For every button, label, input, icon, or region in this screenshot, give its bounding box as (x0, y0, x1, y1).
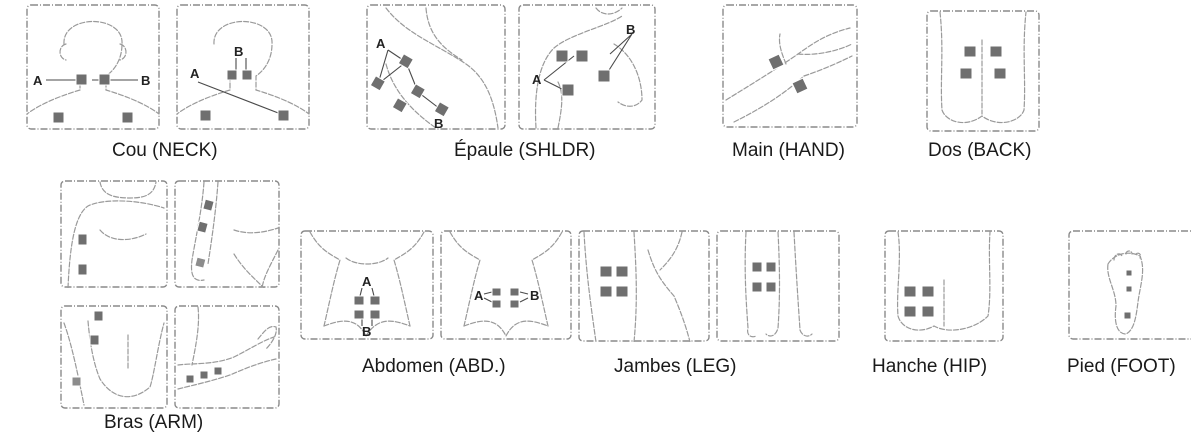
caption-hip: Hanche (HIP) (872, 356, 987, 378)
marker-b: B (434, 116, 443, 130)
marker-b: B (141, 73, 150, 88)
caption-abdomen: Abdomen (ABD.) (362, 356, 506, 378)
neck-diagram-2: B A (176, 4, 310, 130)
marker-a: A (33, 73, 43, 88)
caption-shoulder: Épaule (SHLDR) (454, 140, 596, 162)
caption-leg: Jambes (LEG) (614, 356, 736, 378)
arm-diagram-3 (60, 305, 168, 409)
marker-a: A (376, 36, 386, 51)
abdomen-diagram-2: A B (440, 230, 572, 340)
abdomen-diagram-1: A B (300, 230, 434, 340)
caption-foot: Pied (FOOT) (1067, 356, 1176, 378)
marker-b: B (530, 288, 539, 303)
foot-diagram (1068, 230, 1191, 340)
caption-neck: Cou (NECK) (112, 140, 218, 162)
leg-diagram-2 (716, 230, 840, 342)
marker-a: A (474, 288, 484, 303)
arm-diagram-1 (60, 180, 168, 288)
caption-arm: Bras (ARM) (104, 412, 203, 434)
marker-a: A (362, 274, 372, 289)
caption-hand: Main (HAND) (732, 140, 845, 162)
shoulder-diagram-2: A B (518, 4, 656, 130)
marker-b: B (362, 324, 371, 339)
arm-diagram-2 (174, 180, 280, 288)
hip-diagram (884, 230, 1004, 342)
caption-back: Dos (BACK) (928, 140, 1031, 162)
arm-diagram-4 (174, 305, 280, 409)
shoulder-diagram-1: A B (366, 4, 506, 130)
hand-diagram (722, 4, 858, 128)
marker-b: B (626, 22, 635, 37)
back-diagram (926, 10, 1040, 132)
marker-b: B (234, 44, 243, 59)
marker-a: A (190, 66, 200, 81)
marker-a: A (532, 72, 542, 87)
leg-diagram-1 (578, 230, 710, 342)
neck-diagram-1: A B (26, 4, 160, 130)
